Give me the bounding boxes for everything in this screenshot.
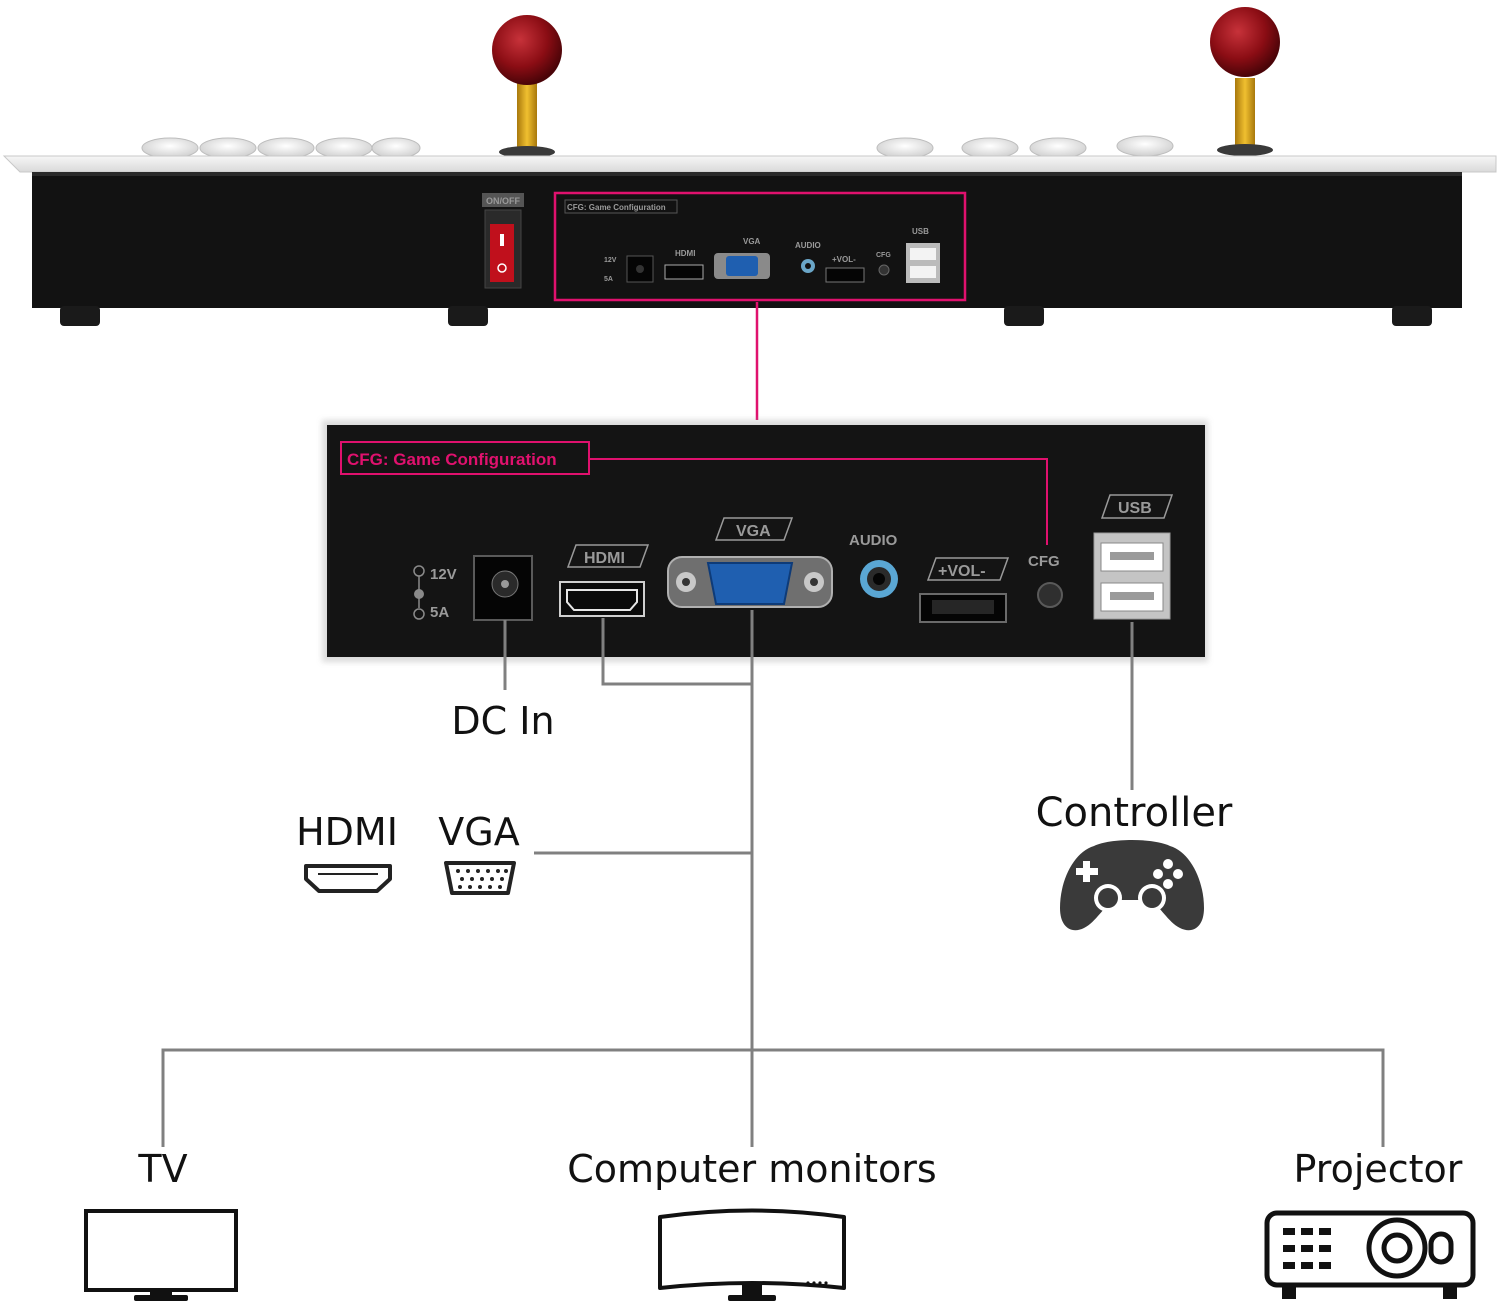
acrylic-top-plate [2, 155, 1497, 173]
small-hdmi-label: HDMI [675, 249, 695, 258]
console-feet [60, 306, 1432, 326]
connector-lines [161, 610, 1385, 1147]
vga-label: VGA [438, 810, 519, 854]
joystick-left [492, 15, 562, 158]
vga-port-icon [444, 861, 516, 895]
joystick-right [1210, 7, 1280, 156]
gamepad-icon [1060, 840, 1204, 931]
small-usb-label: USB [912, 227, 929, 236]
power-switch-label: ON/OFF [486, 196, 520, 206]
tv-icon [84, 1209, 238, 1301]
small-panel-title: CFG: Game Configuration [567, 203, 666, 212]
vga-port: VGA [667, 517, 833, 608]
hdmi-port-icon [304, 864, 392, 893]
cfg-port-label: CFG [1028, 553, 1060, 570]
controller-label: Controller [1036, 790, 1233, 836]
magnified-port-panel: CFG: Game Configuration 12V 5A HDMI VGA [322, 420, 1208, 662]
console-body [32, 172, 1462, 308]
vga-port-label: VGA [736, 523, 771, 540]
arcade-buttons [141, 135, 1174, 159]
dc-in-label: DC In [451, 699, 554, 743]
volume-label: +VOL- [938, 563, 986, 580]
console-port-panel: CFG: Game Configuration 12V 5A HDMI VGA … [553, 191, 967, 302]
usb-ports: USB [1093, 494, 1174, 620]
dc-power-jack: 12V 5A [413, 555, 533, 621]
cfg-button: CFG [1028, 553, 1063, 608]
output-label-tv: TV [137, 1147, 187, 1191]
small-vga-label: VGA [743, 237, 761, 246]
projector-icon [1264, 1210, 1476, 1299]
output-label-projector: Projector [1294, 1147, 1463, 1191]
power-rating-bottom: 5A [430, 604, 449, 621]
small-power-top-label: 12V [604, 257, 617, 264]
audio-jack: AUDIO [849, 532, 898, 598]
hdmi-port: HDMI [559, 544, 650, 617]
volume-control: +VOL- [919, 557, 1010, 623]
audio-port-label: AUDIO [849, 532, 898, 549]
small-power-bottom-label: 5A [604, 276, 613, 283]
output-label-monitors: Computer monitors [567, 1147, 936, 1191]
power-switch[interactable]: ON/OFF [482, 193, 524, 289]
hdmi-port-label: HDMI [584, 550, 625, 567]
magnified-panel-title: CFG: Game Configuration [347, 450, 557, 469]
small-audio-label: AUDIO [795, 241, 821, 250]
power-rating-top: 12V [430, 566, 457, 583]
arcade-console: ON/OFF CFG: Game Configuration 12V 5A HD… [2, 7, 1497, 326]
cfg-highlight-line [589, 458, 1048, 545]
usb-port-label: USB [1118, 500, 1152, 517]
small-volume-label: +VOL- [832, 255, 856, 264]
hdmi-label: HDMI [296, 810, 398, 854]
curved-monitor-icon [658, 1208, 846, 1301]
small-cfg-label: CFG [876, 252, 891, 259]
